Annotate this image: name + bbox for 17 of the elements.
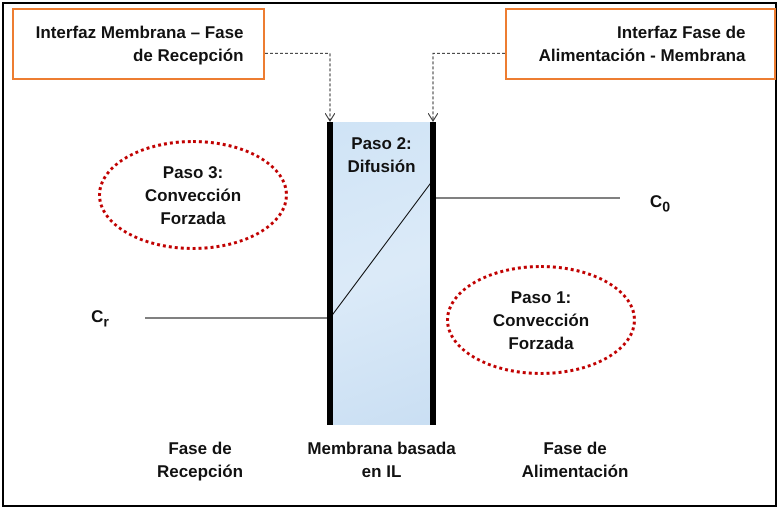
leader-line xyxy=(428,52,506,122)
concentration-label: C$_{r}$ xyxy=(90,306,110,332)
phase-label: Fase de Recepción xyxy=(156,438,244,483)
phase-label: Fase de Alimentación xyxy=(520,438,630,483)
step-ellipse xyxy=(98,140,288,250)
step-ellipse xyxy=(446,265,636,375)
concentration-label: C$_{0}$ xyxy=(648,191,672,218)
step-label: Paso 3: Convección Forzada xyxy=(144,162,242,230)
membrane-caption: Membrana basada en IL xyxy=(306,438,457,483)
interface-callout-box xyxy=(12,8,265,80)
membrane-band xyxy=(327,122,436,425)
step-label: Paso 2: Difusión xyxy=(346,133,416,178)
leader-line xyxy=(264,52,336,122)
callout-text: Interfaz Fase de Alimentación - Membrana xyxy=(538,22,746,67)
step-label: Paso 1: Convección Forzada xyxy=(492,286,590,354)
callout-text: Interfaz Membrana – Fase de Recepción xyxy=(34,22,244,67)
interface-callout-box xyxy=(505,8,776,80)
